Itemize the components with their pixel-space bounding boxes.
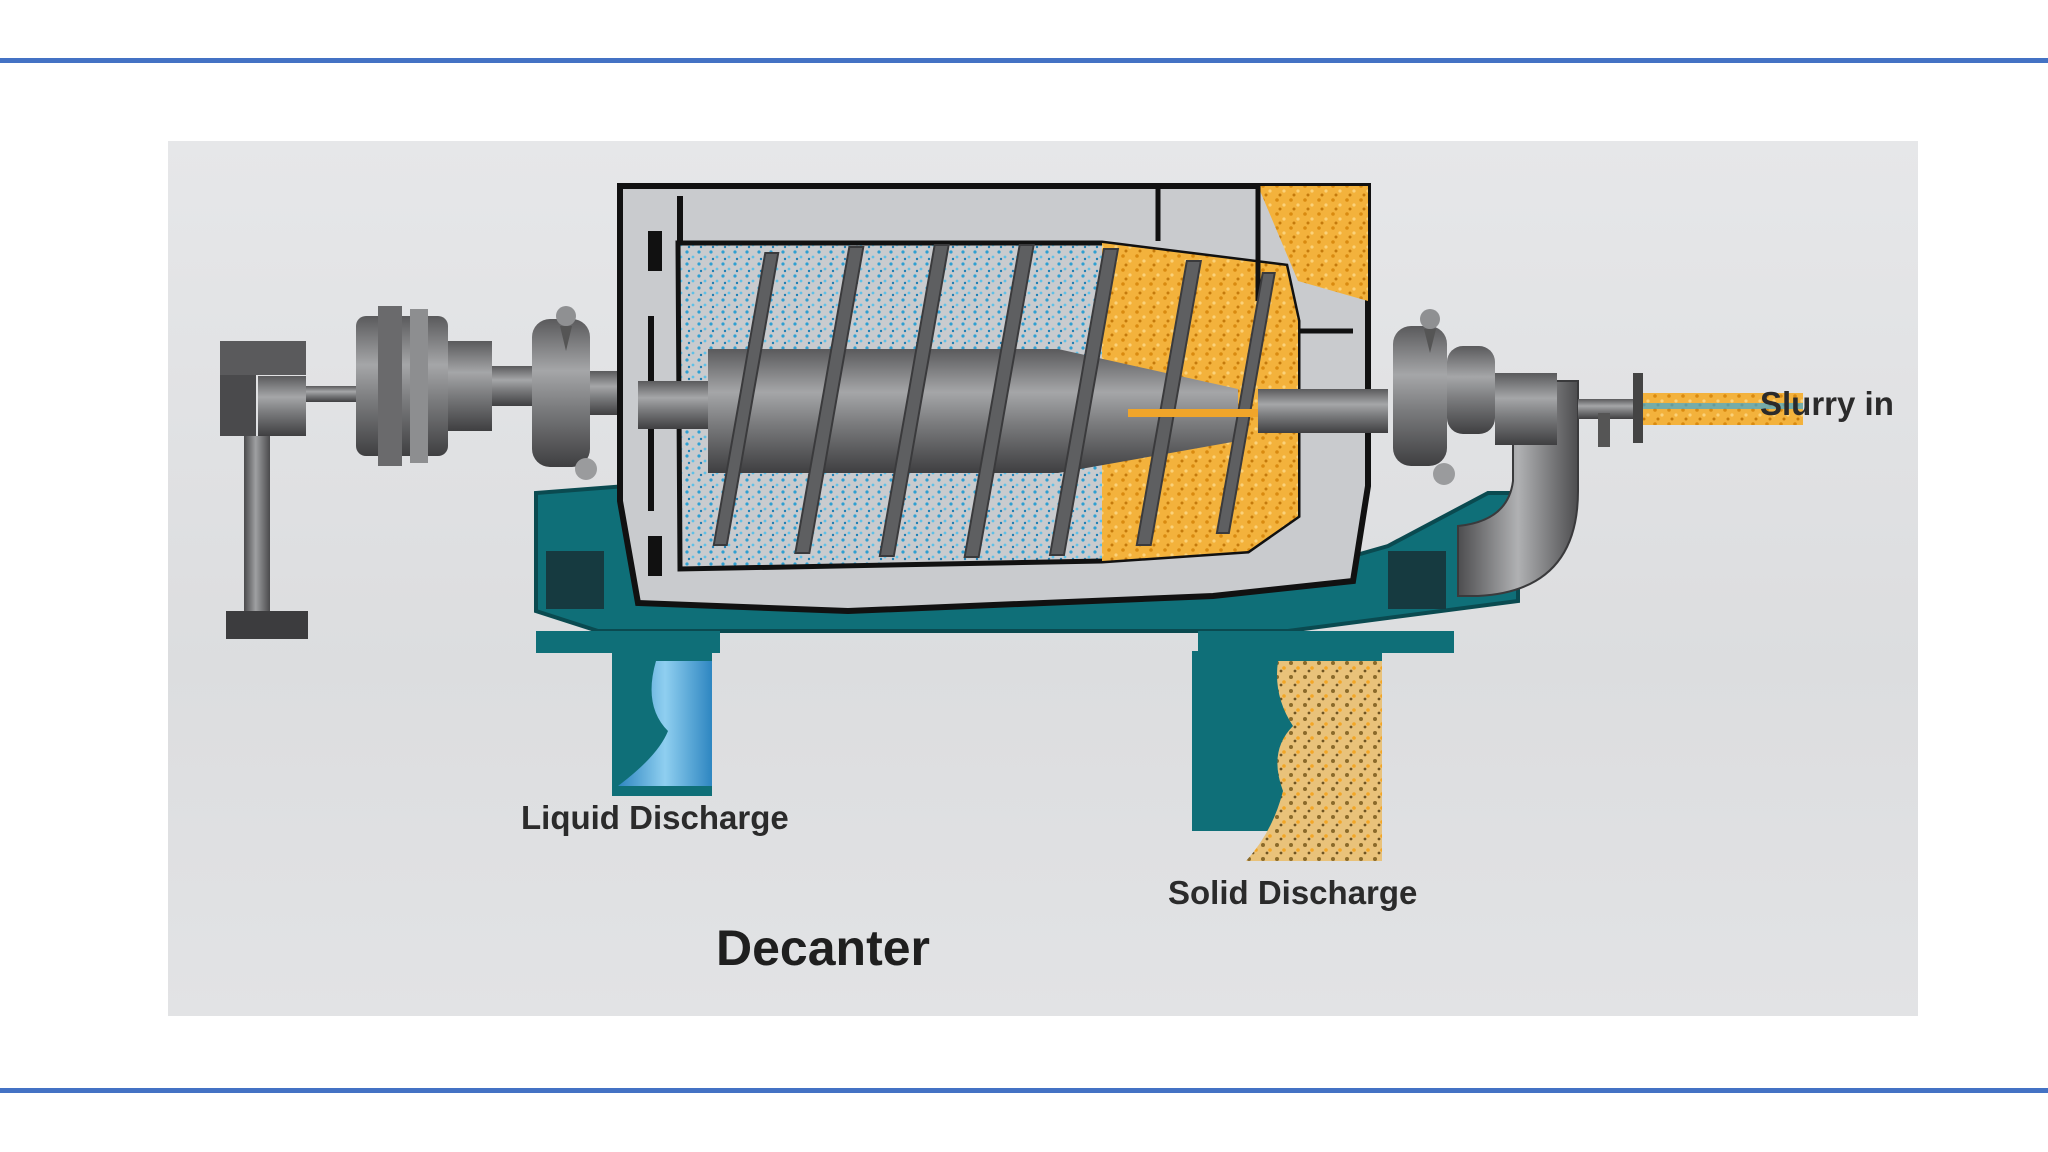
screw-conveyor bbox=[638, 244, 1388, 558]
decanter-diagram: Slurry in Liquid Discharge Solid Dischar… bbox=[168, 141, 1918, 1016]
gearbox bbox=[356, 306, 532, 466]
frame-base bbox=[534, 483, 1520, 653]
diagram-title: Decanter bbox=[716, 920, 930, 976]
drive-motor bbox=[220, 341, 358, 639]
bottom-divider-line bbox=[0, 1088, 2048, 1093]
right-main-bearing bbox=[1393, 309, 1495, 485]
solid-discharge-chute bbox=[1192, 651, 1382, 861]
decanter-illustration bbox=[220, 183, 1803, 861]
slurry-in-label: Slurry in bbox=[1760, 385, 1894, 422]
top-divider-line bbox=[0, 58, 2048, 63]
liquid-discharge-label: Liquid Discharge bbox=[521, 799, 789, 836]
solid-discharge-label: Solid Discharge bbox=[1168, 874, 1418, 911]
liquid-discharge-chute bbox=[612, 651, 712, 796]
feed-pipe bbox=[1457, 373, 1803, 597]
